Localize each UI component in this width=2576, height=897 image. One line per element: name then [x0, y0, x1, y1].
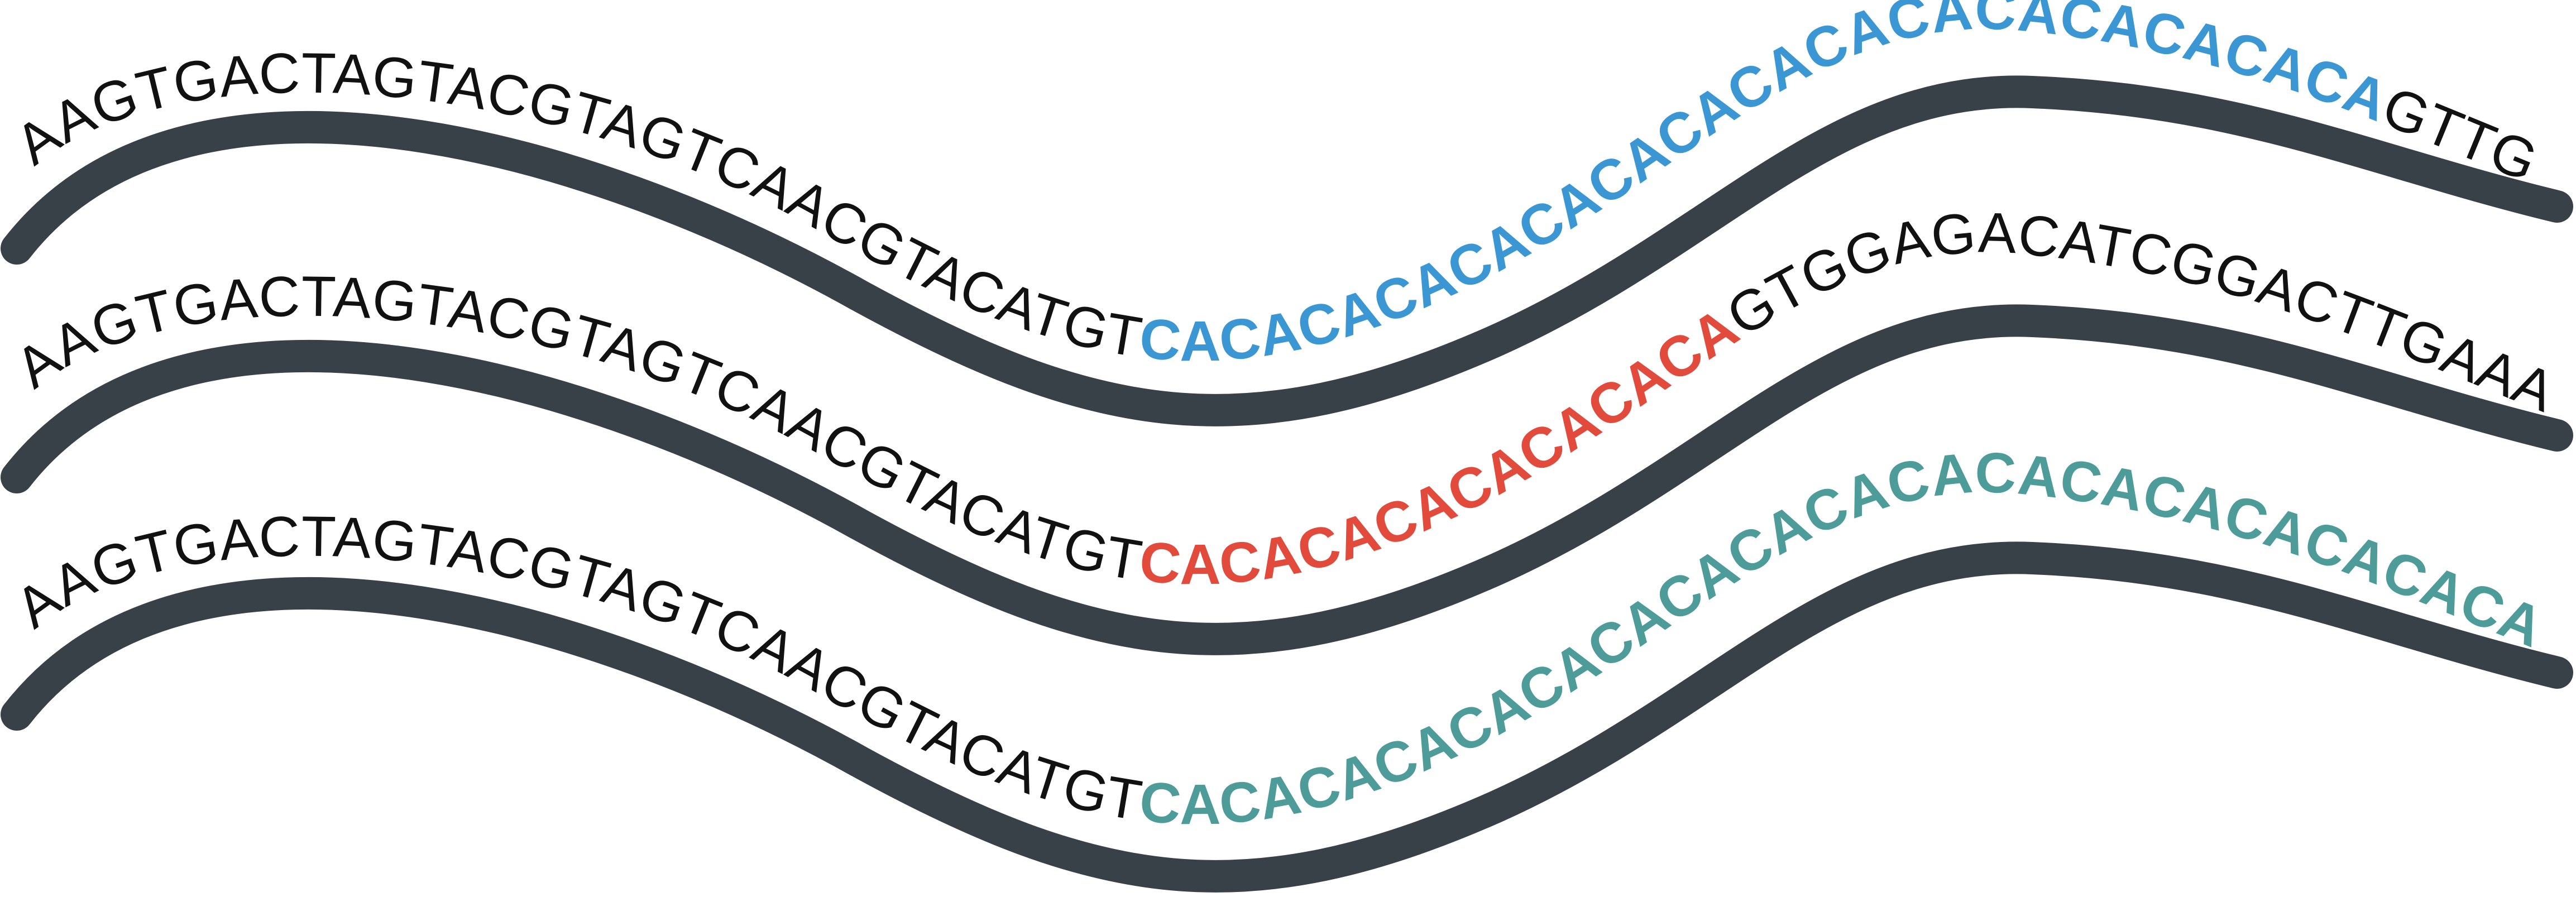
- strand-backbone-3: [1, 541, 2573, 893]
- strand-backbone-1: [1, 75, 2573, 426]
- sequence-flank-left-3: AAGTGACTAGTACGTAGTCAACGTACATGT: [4, 504, 1147, 832]
- strand-backbone-2: [1, 304, 2573, 655]
